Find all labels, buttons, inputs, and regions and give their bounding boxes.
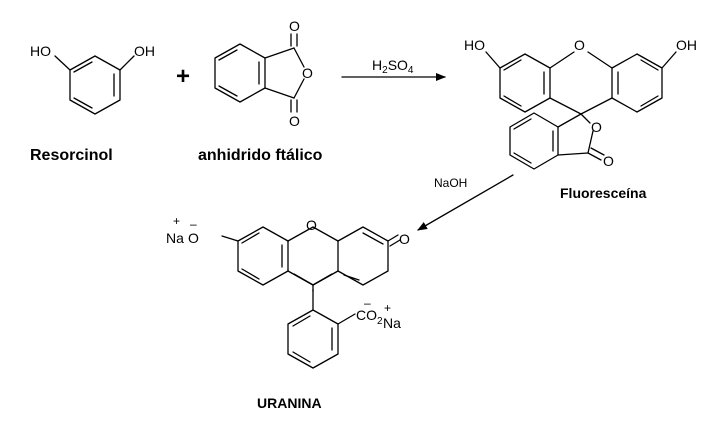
uranine-minus-co2: – — [364, 296, 371, 310]
fluorescein-double-bond — [640, 95, 659, 107]
uranine-minus-left: – — [190, 217, 197, 231]
phthalic-anhydride-bond — [264, 87, 295, 99]
fluorescein-carbonyl-bond — [590, 147, 605, 156]
fluorescein-lactone-bond — [580, 113, 591, 124]
resorcinol-ring — [69, 55, 121, 115]
phthalic-anhydride-bond — [264, 47, 295, 59]
phthalic-anhydride-bond — [293, 47, 305, 68]
fluorescein-spiro-bond — [549, 97, 582, 115]
phthalic-double-bond — [218, 49, 238, 61]
reagent-sodium-hydroxide: NaOH — [434, 176, 467, 190]
phthalic-anhydride-name: anhidrido ftálico — [198, 147, 323, 164]
phthalic-o-top-label: O — [289, 18, 300, 34]
fluorescein-double-bond — [640, 59, 659, 71]
fluorescein-oh-bond-left — [485, 51, 501, 69]
uranine-structure: O O + – Na O CO2 – + Na — [166, 214, 410, 369]
uranine-keto-bond — [387, 234, 399, 242]
resorcinol-oh-left-label: HO — [30, 43, 51, 59]
uranine-na-right-label: Na — [383, 315, 401, 331]
fluorescein-oh-right-label: OH — [676, 37, 697, 53]
uranine-plus-right: + — [384, 301, 391, 315]
fluorescein-double-bond — [503, 59, 522, 71]
fluorescein-double-bond — [513, 118, 532, 130]
fluorescein-lactone-bond — [557, 152, 589, 156]
plus-sign: + — [176, 63, 190, 90]
fluorescein-ring-right — [611, 53, 663, 113]
fluorescein-double-bond — [503, 95, 522, 107]
uranine-o-bridge-label: O — [306, 217, 317, 233]
fluorescein-spiro-bond — [580, 97, 613, 115]
reagent-sulfuric-acid: H2SO4 — [372, 57, 414, 76]
uranine-name: URANINA — [257, 395, 322, 411]
fluorescein-o-bridge-label: O — [574, 37, 585, 53]
uranine-keto-bond — [389, 239, 401, 247]
resorcinol-oh-bond-right — [119, 55, 135, 71]
fluorescein-o-carbonyl-label: O — [603, 153, 614, 169]
fluorescein-double-bond — [513, 152, 532, 164]
resorcinol-double-bond — [73, 97, 93, 109]
resorcinol-oh-right-label: OH — [134, 43, 155, 59]
phthalic-anhydride-structure: O O O — [214, 18, 313, 129]
resorcinol-oh-bond-left — [54, 55, 71, 71]
uranine-double-bond — [312, 273, 333, 286]
uranine-double-bond — [241, 268, 260, 280]
uranine-double-bond — [293, 273, 314, 286]
fluorescein-lactone-bond — [557, 113, 582, 128]
uranine-ring-left — [237, 226, 289, 286]
uranine-carboxylate-bond — [337, 313, 356, 325]
uranine-o-bond-left — [221, 235, 239, 242]
fluorescein-ether-bond — [549, 51, 575, 69]
fluorescein-oh-left-label: HO — [464, 37, 485, 53]
uranine-double-bond — [241, 232, 260, 244]
uranine-o-keto-label: O — [399, 231, 410, 247]
uranine-double-bond — [292, 315, 311, 327]
resorcinol-double-bond — [73, 61, 93, 73]
fluorescein-structure: O HO OH O O — [464, 37, 697, 170]
uranine-double-bond — [292, 351, 311, 363]
uranine-ring-center — [287, 226, 339, 286]
fluorescein-lactone-bond — [587, 130, 594, 154]
uranine-co2-label: CO2 — [356, 307, 383, 327]
phthalic-double-bond — [218, 85, 238, 97]
phthalic-o-ring-label: O — [302, 65, 313, 81]
phthalic-o-bottom-label: O — [289, 113, 300, 129]
fluorescein-oh-bond-right — [661, 51, 677, 69]
fluorescein-name: Fluoresceína — [560, 185, 647, 201]
uranine-o-left-label: O — [188, 230, 199, 246]
uranine-double-bond — [343, 274, 360, 281]
fluorescein-ether-bond — [587, 51, 613, 69]
reaction-arrow-2 — [417, 174, 514, 231]
fluorescein-carbonyl-bond — [587, 152, 602, 161]
phthalic-anhydride-bond — [293, 78, 305, 99]
resorcinol-name: Resorcinol — [30, 147, 113, 164]
fluorescein-lower-benzene — [509, 112, 559, 170]
uranine-lower-benzene — [287, 309, 339, 369]
uranine-plus-left: + — [173, 214, 180, 228]
resorcinol-structure: HO OH — [30, 43, 155, 115]
uranine-na-left-label: Na — [166, 230, 184, 246]
fluorescein-ring-left — [499, 53, 551, 113]
uranine-ring-right — [337, 226, 389, 286]
phthalic-benzene-ring — [214, 43, 266, 103]
fluorescein-o-lactone-label: O — [591, 119, 602, 135]
uranine-double-bond — [362, 232, 384, 245]
